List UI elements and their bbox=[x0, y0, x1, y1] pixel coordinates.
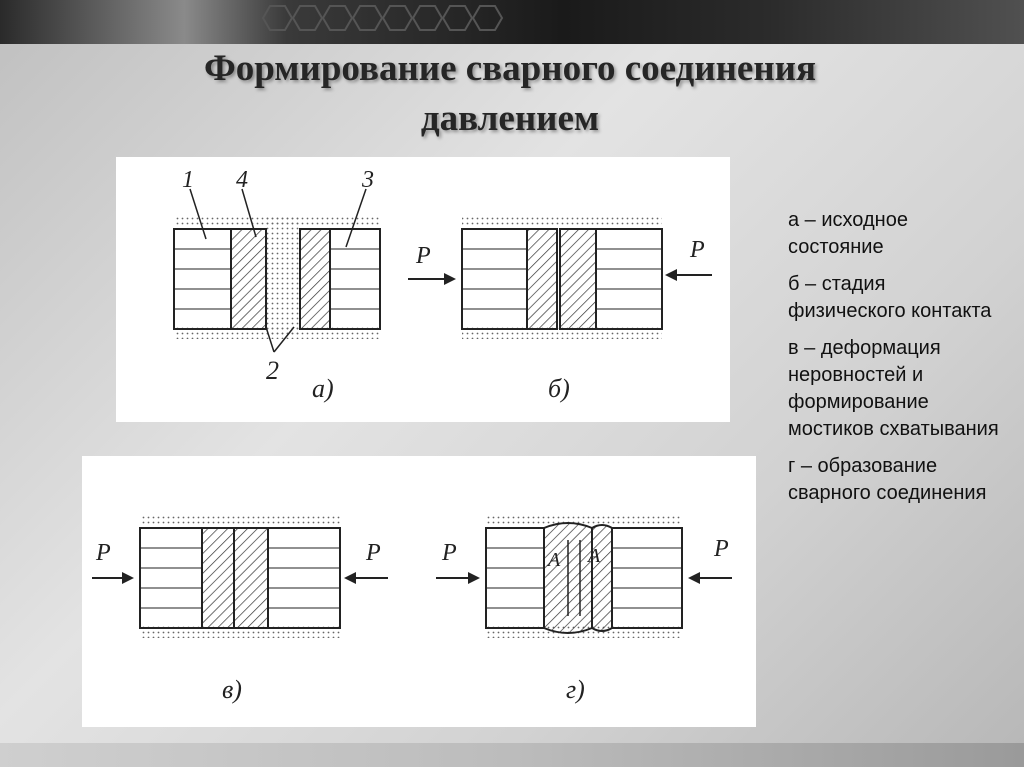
arrow-left-icon bbox=[344, 572, 356, 584]
welding-stages-v-g-diagram: P P в) A A P bbox=[92, 514, 732, 704]
gap-zone bbox=[266, 215, 300, 335]
stage-b-sketch: P P б) bbox=[408, 215, 712, 403]
stage-a-sketch: 1 4 3 2 а) bbox=[173, 167, 381, 403]
label-part-4: 4 bbox=[236, 167, 248, 193]
welding-stages-a-b-diagram: 1 4 3 2 а) P P б bbox=[173, 167, 712, 403]
hexagon-pattern-icon bbox=[261, 5, 504, 31]
decorative-footer-strip bbox=[0, 743, 1024, 767]
arrow-right-icon bbox=[468, 572, 480, 584]
legend-item-v: в – деформация неровностей и формировани… bbox=[788, 337, 999, 440]
stage-v-sketch: P P в) bbox=[92, 514, 388, 704]
diagram-panel-top: 1 4 3 2 а) P P б bbox=[116, 157, 730, 422]
stage-g-sketch: A A P P г) bbox=[436, 514, 732, 704]
label-zone-a-left: A bbox=[546, 549, 561, 571]
label-force-right-v: P bbox=[365, 540, 381, 566]
arrow-left-icon bbox=[665, 269, 677, 281]
rough-layer-right bbox=[299, 228, 331, 330]
caption-b: б) bbox=[548, 374, 570, 403]
diagram-panel-bottom: P P в) A A P bbox=[82, 456, 756, 727]
label-force-right-b: P bbox=[689, 237, 705, 263]
slide-title: Формирование сварного соединения давлени… bbox=[60, 44, 960, 144]
label-zone-a-right: A bbox=[586, 545, 601, 567]
label-force-right-g: P bbox=[713, 536, 729, 562]
rough-layer-left bbox=[230, 228, 267, 330]
label-part-3: 3 bbox=[361, 167, 374, 193]
caption-g: г) bbox=[566, 675, 585, 704]
label-force-left-b: P bbox=[415, 243, 431, 269]
arrow-right-icon bbox=[122, 572, 134, 584]
title-line-1: Формирование сварного соединения bbox=[204, 48, 816, 89]
label-force-left-v: P bbox=[95, 540, 111, 566]
decorative-header-strip bbox=[0, 0, 1024, 44]
legend: а – исходное состояние б – стадия физиче… bbox=[788, 207, 1008, 517]
caption-v: в) bbox=[222, 675, 242, 704]
legend-item-a: а – исходное состояние bbox=[788, 209, 908, 258]
label-part-1: 1 bbox=[182, 167, 194, 193]
label-part-2: 2 bbox=[266, 356, 279, 385]
caption-a: а) bbox=[312, 374, 334, 403]
weld-zone-right bbox=[591, 524, 613, 632]
arrow-left-icon bbox=[688, 572, 700, 584]
arrow-right-icon bbox=[444, 273, 456, 285]
legend-item-g: г – образование сварного соединения bbox=[788, 455, 987, 504]
legend-item-b: б – стадия физического контакта bbox=[788, 273, 992, 322]
title-line-2: давлением bbox=[420, 98, 600, 139]
label-force-left-g: P bbox=[441, 540, 457, 566]
